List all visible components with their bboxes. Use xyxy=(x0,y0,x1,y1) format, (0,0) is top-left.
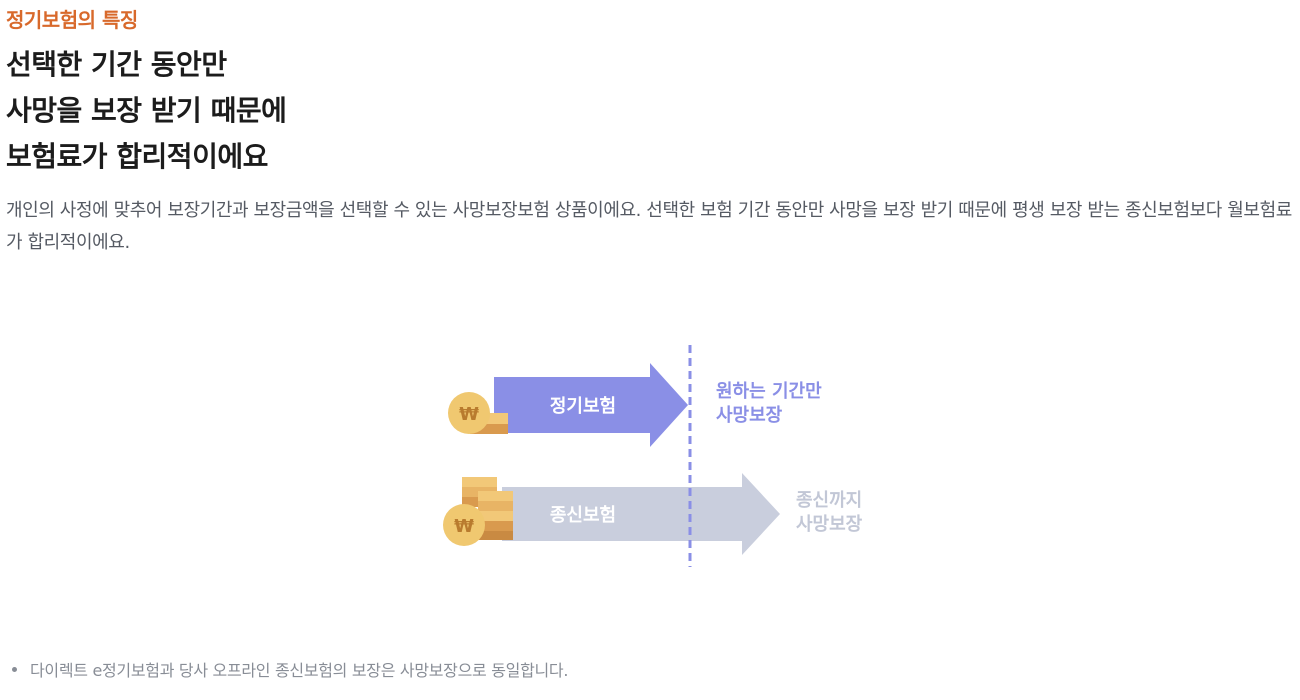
section-headline: 선택한 기간 동안만 사망을 보장 받기 때문에 보험료가 합리적이에요 xyxy=(6,42,287,180)
coin-icon: ₩ xyxy=(448,392,490,434)
coin-symbol: ₩ xyxy=(454,516,474,537)
headline-line: 보험료가 합리적이에요 xyxy=(6,140,268,173)
term-note-line: 원하는 기간만 xyxy=(716,381,822,402)
term-insurance-arrow xyxy=(494,363,688,447)
whole-life-note: 종신까지 사망보장 xyxy=(796,490,869,535)
term-insurance-note: 원하는 기간만 사망보장 xyxy=(716,381,828,426)
term-insurance-label: 정기보험 xyxy=(550,395,616,417)
whole-note-line: 사망보장 xyxy=(796,514,863,535)
whole-life-label: 종신보험 xyxy=(550,504,616,526)
coin-stack-icon xyxy=(462,477,513,540)
section-eyebrow: 정기보험의 특징 xyxy=(6,8,138,32)
term-note-line: 사망보장 xyxy=(716,405,783,426)
comparison-diagram: ₩ 정기보험 ₩ 종신보험 xyxy=(430,335,890,575)
coin-symbol: ₩ xyxy=(459,404,479,425)
whole-note-line: 종신까지 xyxy=(796,490,862,511)
section-description: 개인의 사정에 맞추어 보장기간과 보장금액을 선택할 수 있는 사망보장보험 … xyxy=(6,200,1292,253)
headline-line: 사망을 보장 받기 때문에 xyxy=(6,94,287,127)
coin-icon: ₩ xyxy=(443,504,485,546)
comparison-illustration: ₩ 정기보험 ₩ 종신보험 xyxy=(443,345,869,567)
footnote-text: 다이렉트 e정기보험과 당사 오프라인 종신보험의 보장은 사망보장으로 동일합… xyxy=(30,661,569,680)
footnote: 다이렉트 e정기보험과 당사 오프라인 종신보험의 보장은 사망보장으로 동일합… xyxy=(12,657,568,681)
bullet-icon xyxy=(12,666,17,672)
headline-line: 선택한 기간 동안만 xyxy=(6,48,227,81)
whole-life-arrow xyxy=(502,473,780,555)
